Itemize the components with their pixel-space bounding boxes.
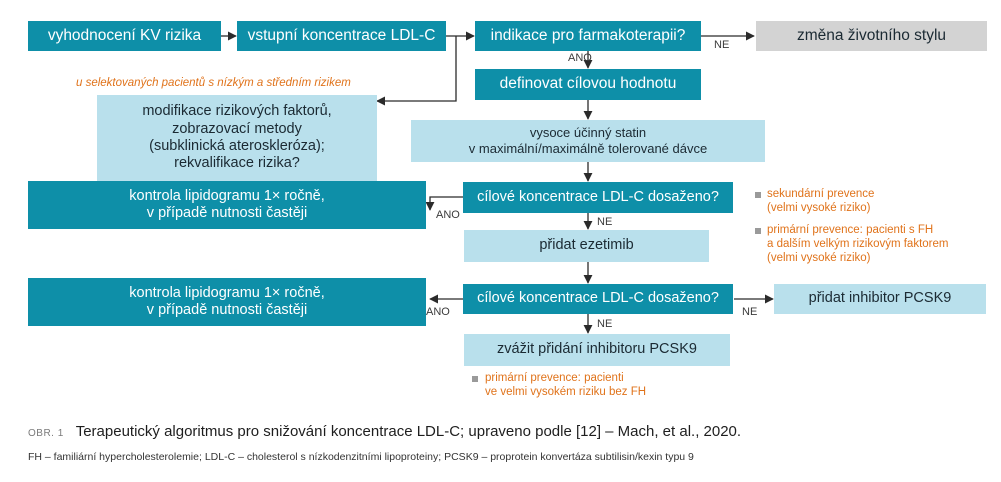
box-target-achieved-2-text: cílové koncentrace LDL-C dosaženo? — [477, 290, 719, 307]
note-prim-fh-line-1: primární prevence: pacienti s FH — [767, 224, 934, 236]
box-target-achieved-2: cílové koncentrace LDL-C dosaženo? — [463, 284, 733, 314]
label-ne-4: NE — [597, 318, 613, 330]
box-baseline-ldl-text: vstupní koncentrace LDL-C — [247, 26, 436, 44]
note-prim-bottom-line-1: primární prevence: pacienti — [485, 372, 624, 384]
box-define-target-text: definovat cílovou hodnotu — [499, 75, 677, 93]
box-high-intensity-statin: vysoce účinný statin v maximální/maximál… — [411, 120, 765, 162]
box-pharmacotherapy-indication-text: indikace pro farmakoterapii? — [490, 26, 686, 44]
label-ne-2: NE — [597, 216, 613, 228]
lipid-check-upper-line-2: v případě nutnosti častěji — [146, 205, 308, 221]
risk-modification-line-1: modifikace rizikových faktorů, — [142, 103, 332, 120]
box-baseline-ldl: vstupní koncentrace LDL-C — [237, 21, 446, 51]
note-primary-prevention-fh: primární prevence: pacienti s FH a další… — [767, 223, 948, 265]
lipid-check-lower-line-1: kontrola lipidogramu 1× ročně, — [129, 284, 325, 301]
note-prim-bottom-line-2: ve velmi vysokém riziku bez FH — [485, 386, 647, 399]
lipid-check-lower-line-2: v případě nutnosti častěji — [146, 302, 308, 318]
box-cv-risk-assessment-text: vyhodnocení KV rizika — [47, 26, 202, 44]
figure-caption: OBR. 1 Terapeutický algoritmus pro snižo… — [28, 423, 741, 440]
note-low-mid-risk: u selektovaných pacientů s nízkým a stře… — [76, 77, 351, 89]
note-secondary-prevention: sekundární prevence (velmi vysoké riziko… — [767, 187, 874, 215]
box-risk-factor-modification-lines: modifikace rizikových faktorů, zobrazova… — [142, 103, 331, 173]
lipid-check-upper-line-1: kontrola lipidogramu 1× ročně, — [129, 187, 325, 204]
box-add-pcsk9: přidat inhibitor PCSK9 — [774, 284, 986, 314]
bullet-prim-prev-bottom — [472, 376, 478, 382]
figure-footnote: FH – familiární hypercholesterolemie; LD… — [28, 451, 694, 463]
label-ano-2: ANO — [436, 209, 460, 221]
box-lipid-check-lower-lines: kontrola lipidogramu 1× ročně, v případě… — [129, 285, 324, 320]
box-lipid-check-lower: kontrola lipidogramu 1× ročně, v případě… — [28, 278, 426, 326]
figure-caption-text: Terapeutický algoritmus pro snižování ko… — [75, 423, 742, 440]
box-lifestyle-change: změna životního stylu — [756, 21, 987, 51]
bullet-sec-prev — [755, 192, 761, 198]
box-lifestyle-change-text: změna životního stylu — [796, 26, 947, 44]
box-cv-risk-assessment: vyhodnocení KV rizika — [28, 21, 221, 51]
label-ano-3: ANO — [426, 306, 450, 318]
box-high-intensity-statin-lines: vysoce účinný statin v maximální/maximál… — [469, 125, 707, 156]
box-add-ezetimibe-text: přidat ezetimib — [539, 237, 634, 254]
risk-modification-line-4: rekvalifikace rizika? — [174, 155, 300, 172]
box-pharmacotherapy-indication: indikace pro farmakoterapii? — [475, 21, 701, 51]
note-sec-prev-line-1: sekundární prevence — [767, 188, 875, 200]
box-define-target: definovat cílovou hodnotu — [475, 69, 701, 100]
box-target-achieved-1-text: cílové koncentrace LDL-C dosaženo? — [477, 188, 719, 205]
arrow-b2-b6 — [376, 36, 457, 106]
box-consider-pcsk9-text: zvážit přidání inhibitoru PCSK9 — [497, 341, 697, 358]
box-risk-factor-modification: modifikace rizikových faktorů, zobrazova… — [97, 95, 377, 181]
figure-caption-tag: OBR. 1 — [28, 428, 64, 439]
risk-modification-line-2: zobrazovací metody — [172, 120, 302, 137]
statin-line-2: v maximální/maximálně tolerované dávce — [468, 141, 708, 156]
arrow-b9-b8-ano — [425, 196, 463, 211]
box-lipid-check-upper-lines: kontrola lipidogramu 1× ročně, v případě… — [129, 188, 324, 223]
note-prim-fh-line-3: (velmi vysoké riziko) — [767, 252, 871, 265]
box-consider-pcsk9: zvážit přidání inhibitoru PCSK9 — [464, 334, 730, 366]
note-prim-fh-line-2: a dalším velkým rizikovým faktorem — [767, 238, 949, 251]
label-ne-1: NE — [714, 39, 730, 51]
box-lipid-check-upper: kontrola lipidogramu 1× ročně, v případě… — [28, 181, 426, 229]
statin-line-1: vysoce účinný statin — [529, 125, 647, 141]
bullet-prim-prev-fh — [755, 228, 761, 234]
box-target-achieved-1: cílové koncentrace LDL-C dosaženo? — [463, 182, 733, 213]
label-ano-1: ANO — [568, 52, 592, 64]
note-primary-prevention-no-fh: primární prevence: pacienti ve velmi vys… — [485, 371, 646, 399]
note-sec-prev-line-2: (velmi vysoké riziko) — [767, 202, 871, 215]
risk-modification-line-3: (subklinická ateroskleróza); — [149, 138, 325, 154]
box-add-ezetimibe: přidat ezetimib — [464, 230, 709, 262]
box-add-pcsk9-text: přidat inhibitor PCSK9 — [808, 290, 952, 307]
label-ne-3: NE — [742, 306, 758, 318]
